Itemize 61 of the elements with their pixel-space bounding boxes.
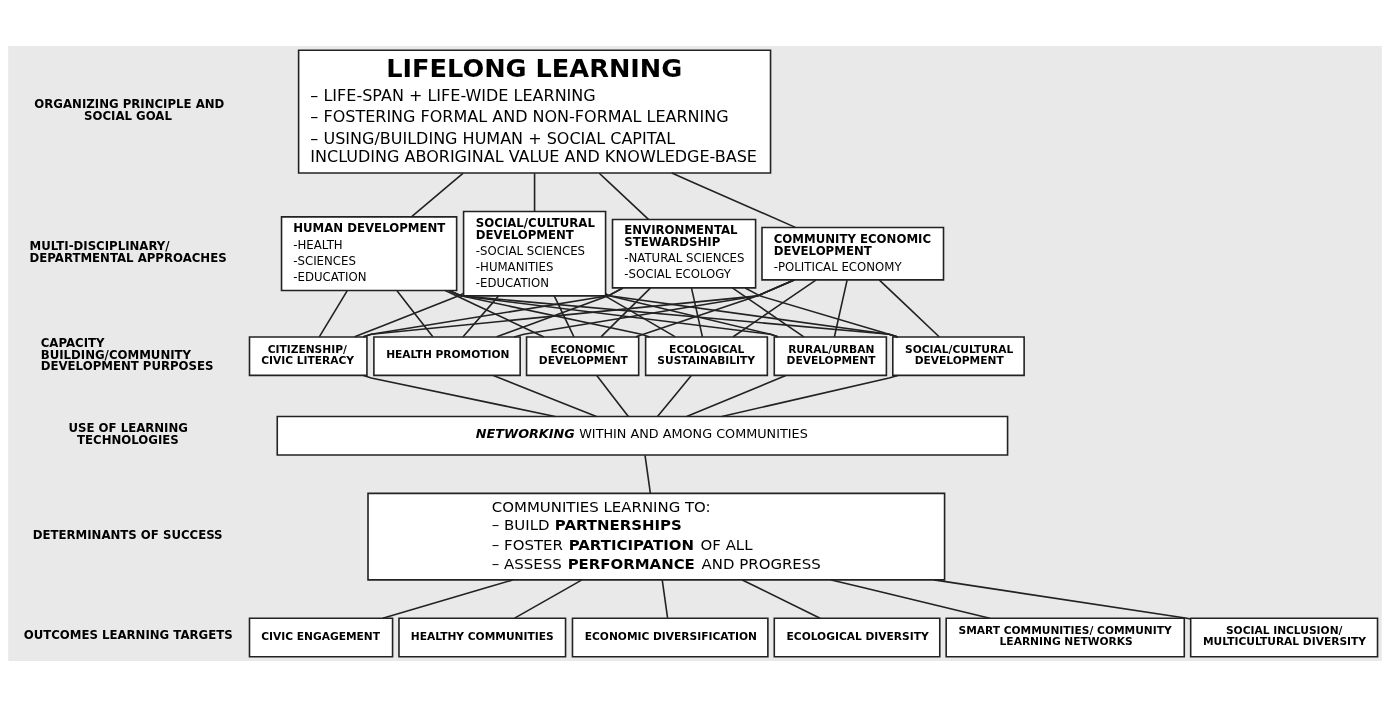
node-box: ECOLOGICAL SUSTAINABILITY xyxy=(644,336,769,377)
node-box: COMMUNITIES LEARNING TO: – BUILD PARTNERSHIPS – FOSTER PARTICIPATION OF ALL – ASSESS PERFORMANCE AND PROGRESS xyxy=(367,492,946,581)
node-box: CIVIC ENGAGEMENT xyxy=(248,617,394,658)
connector xyxy=(444,289,545,338)
connector xyxy=(410,172,464,218)
connector xyxy=(448,289,899,338)
node-box: ECOLOGICAL DIVERSITY xyxy=(773,617,941,658)
node-box: NETWORKING WITHIN AND AMONG COMMUNITIES xyxy=(276,415,1009,456)
node-box: HEALTH PROMOTION xyxy=(373,336,521,377)
label: CAPACITY BUILDING/COMMUNITY DEVELOPMENT PURPOSES xyxy=(40,335,214,374)
connector xyxy=(744,287,899,338)
node-box: SOCIAL/CULTURAL DEVELOPMENT -SOCIAL SCIENCES -HUMANITIES -EDUCATION xyxy=(462,210,607,297)
label: USE OF LEARNING TECHNOLOGIES xyxy=(68,421,188,448)
connector xyxy=(492,374,598,418)
connector xyxy=(833,279,848,338)
connector xyxy=(656,374,693,418)
node-box: ECONOMIC DEVELOPMENT xyxy=(525,336,640,377)
connector xyxy=(685,374,787,418)
connector xyxy=(635,279,796,338)
label: OUTCOMES LEARNING TARGETS xyxy=(23,628,233,643)
connector xyxy=(318,289,349,338)
connector xyxy=(604,295,677,338)
connector xyxy=(396,289,434,338)
connector xyxy=(513,279,796,338)
connector xyxy=(596,374,630,418)
node-box: RURAL/URBAN DEVELOPMENT xyxy=(773,336,888,377)
node-box: ECONOMIC DIVERSIFICATION xyxy=(571,617,769,658)
connector xyxy=(721,374,899,418)
connector xyxy=(462,295,500,338)
connector xyxy=(495,287,624,338)
connector xyxy=(362,279,796,338)
label: MULTI-DISCIPLINARY/ DEPARTMENTAL APPROACHES xyxy=(29,239,227,265)
node-box: SOCIAL/CULTURAL DEVELOPMENT xyxy=(892,336,1025,377)
connector xyxy=(731,287,805,338)
connector xyxy=(690,287,704,338)
node-box: SOCIAL INCLUSION/ MULTICULTURAL DIVERSITY xyxy=(1189,617,1379,658)
node-box: ENVIRONMENTAL STEWARDSHIP -NATURAL SCIENCES -SOCIAL ECOLOGY xyxy=(611,218,757,289)
connector xyxy=(553,295,575,338)
node-box: HEALTHY COMMUNITIES xyxy=(398,617,567,658)
connector xyxy=(661,579,669,619)
connector xyxy=(533,172,536,213)
connector xyxy=(830,579,991,620)
label: DETERMINANTS OF SUCCESS xyxy=(32,527,223,542)
connector xyxy=(513,579,583,619)
connector xyxy=(353,292,465,338)
connector xyxy=(878,279,940,338)
connector xyxy=(644,454,652,495)
node-box: SMART COMMUNITIES/ COMMUNITY LEARNING NETWORKS xyxy=(945,617,1186,658)
connector xyxy=(671,172,797,229)
label: ORGANIZING PRINCIPLE AND SOCIAL GOAL xyxy=(34,97,225,123)
connector xyxy=(732,279,817,338)
connector xyxy=(362,374,556,418)
connector xyxy=(741,579,821,620)
node-box: LIFELONG LEARNING – LIFE-SPAN + LIFE-WIDE LEARNING – FOSTERING FORMAL AND NON-FORMAL LEARNING – USING/BUILDING HUMAN + SOCIAL CAPITAL INCLUDING ABORIGINAL VALUE AND KNOWLEDGE-BASE xyxy=(297,49,772,174)
connector xyxy=(381,579,514,620)
connector xyxy=(600,287,652,338)
node-box: COMMUNITY ECONOMIC DEVELOPMENT -POLITICAL ECONOMY xyxy=(761,226,945,281)
connector xyxy=(933,579,1192,620)
node-box: HUMAN DEVELOPMENT -HEALTH -SCIENCES -EDUCATION xyxy=(280,216,458,292)
node-box: CITIZENSHIP/ CIVIC LITERACY xyxy=(248,336,368,377)
connector xyxy=(598,172,650,221)
